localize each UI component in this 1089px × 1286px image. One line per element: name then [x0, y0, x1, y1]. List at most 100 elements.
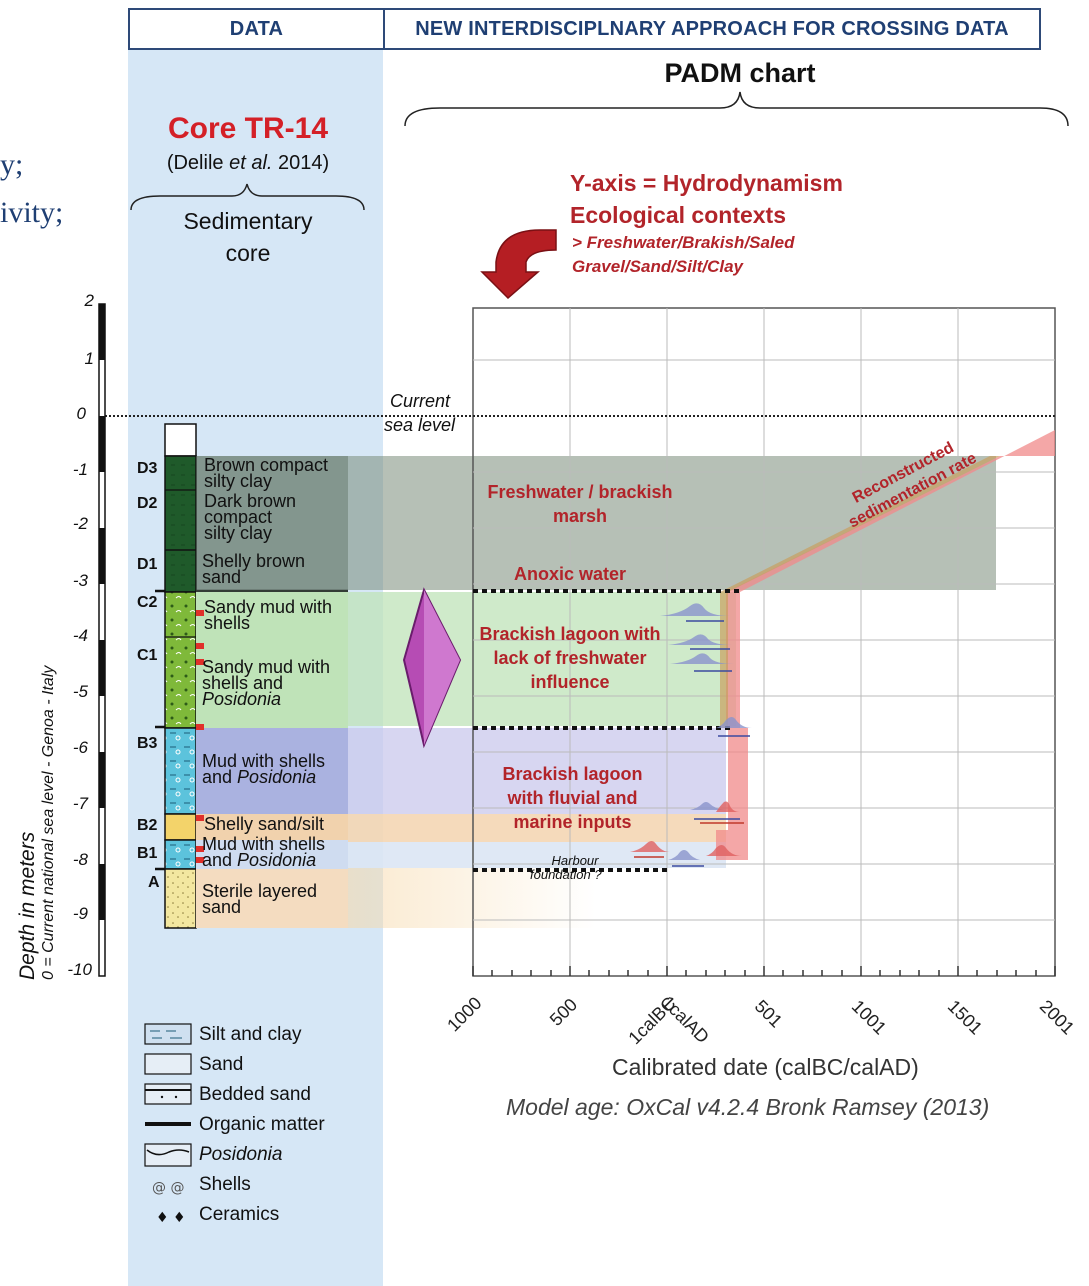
core-desc-yellow: [196, 814, 348, 840]
yaxis-line4: Gravel/Sand/Silt/Clay: [572, 257, 744, 276]
depth-axis-sublabel: 0 = Current national sea level - Genoa -…: [40, 665, 57, 980]
layer-desc-d1: Shelly brown sand: [202, 551, 306, 586]
layer-code-b1: B1: [137, 845, 158, 862]
zone-label-lagoon-freshwater-line3: influence: [530, 672, 610, 692]
layer-desc-c2-line2: shells: [204, 613, 251, 633]
data-header-label: DATA: [229, 17, 284, 40]
core-lower-blue-layer: [164, 839, 197, 870]
layer-desc-b3: Mud with shells and Posidonia: [202, 752, 325, 787]
zone-label-marsh-line2: marsh: [552, 506, 608, 526]
depth-tick-0: 0: [76, 404, 86, 423]
left-fragment-1: y;: [0, 148, 24, 181]
core-subtitle-line2: core: [225, 240, 271, 266]
layer-code-c2: C2: [137, 594, 158, 611]
padm-x-ticks: [472, 966, 1056, 976]
depth-tick-m7: -7: [72, 794, 88, 813]
layer-code-b3: B3: [137, 735, 158, 752]
core-blue-layer: [164, 727, 197, 815]
layer-desc-c2: Sandy mud with shells: [204, 597, 333, 633]
layer-desc-d2: Dark brown compact silty clay: [204, 491, 297, 543]
zone-label-lagoon-fluvial-line1: Brackish lagoon: [502, 764, 643, 784]
layer-desc-b1-line2: and: [202, 850, 238, 870]
zone-label-lagoon-freshwater: Brackish lagoon with lack of freshwater …: [470, 622, 670, 694]
padm-title: PADM chart: [664, 58, 816, 88]
layer-desc-c1: Sandy mud with shells and Posidonia: [202, 657, 331, 708]
harbour-label: Harbour: [545, 854, 605, 867]
zone-label-lagoon-freshwater-line1: Brackish lagoon with: [479, 624, 661, 644]
layer-desc-b1-line1: Mud with shells: [202, 834, 326, 854]
core-desc-sand: [196, 869, 348, 928]
depth-tick-1: 1: [84, 349, 94, 368]
svg-text:@ @: @ @: [152, 1180, 184, 1196]
layer-code-d1: D1: [137, 556, 158, 573]
legend-bedded-sand: Bedded sand: [199, 1084, 311, 1105]
sedimentation-rate-lower: [716, 728, 748, 860]
zone-label-marsh-line1: Freshwater / brackish: [487, 482, 673, 502]
core-title: Core TR-14: [167, 112, 329, 145]
core-citation-italic: et al.: [229, 152, 273, 174]
current-sea-level-label-1: Current: [390, 391, 451, 411]
layer-desc-c2-line1: Sandy mud with: [204, 597, 333, 617]
yaxis-line2: Ecological contexts: [570, 202, 787, 228]
layer-desc-b3-line2: and: [202, 767, 238, 787]
layer-desc-d1-line1: Shelly brown: [202, 551, 306, 571]
depth-tick-2: 2: [84, 291, 94, 310]
layer-code-d3: D3: [137, 460, 158, 477]
layer-desc-a-line1: Sterile layered: [202, 881, 318, 901]
core-desc-green: [196, 592, 348, 728]
depth-axis-label: Depth in meters: [16, 831, 39, 980]
legend-sand: Sand: [199, 1054, 244, 1075]
depth-tick-m10: -10: [67, 960, 92, 979]
yaxis-line1: Y-axis = Hydrodynamism: [570, 170, 843, 196]
core-subtitle-line1: Sedimentary: [183, 208, 313, 234]
layer-code-c1: C1: [137, 647, 158, 664]
zone-label-lagoon-fluvial: Brackish lagoon with fluvial and marine …: [480, 762, 665, 834]
core-desc-lower: [196, 840, 348, 869]
approach-header-label: NEW INTERDISCIPLNARY APPROACH FOR CROSSI…: [415, 17, 1009, 40]
current-sea-level-label-2: sea level: [384, 415, 456, 435]
layer-desc-c1-line2: shells and: [202, 673, 284, 693]
layer-desc-a: Sterile layered sand: [202, 881, 318, 917]
hydrodynamism-diamond-highlight: [424, 590, 460, 745]
zone-label-lagoon-freshwater-line2: lack of freshwater: [493, 648, 647, 668]
zone-boundaries: [473, 589, 740, 872]
core-sand-layer: [164, 868, 197, 929]
approach-header: NEW INTERDISCIPLNARY APPROACH FOR CROSSI…: [383, 8, 1041, 50]
layer-desc-d2-line3: silty clay: [204, 523, 273, 543]
zone-label-anoxic: Anoxic water: [513, 564, 627, 584]
core-green-layers: [164, 591, 197, 729]
layer-desc-a-line2: sand: [202, 897, 242, 917]
core-top-void: [164, 423, 197, 457]
down-arrow-icon: [480, 229, 557, 300]
layer-desc-d3-line2: silty clay: [204, 471, 273, 491]
depth-axis-black-segments: [99, 304, 105, 920]
depth-tick-m9: -9: [72, 904, 88, 923]
padm-xlabel: Calibrated date (calBC/calAD): [612, 1054, 919, 1080]
padm-grid: [473, 308, 1055, 976]
layer-desc-c1-line1: Sandy mud with: [202, 657, 331, 677]
legend-organic-matter: Organic matter: [199, 1114, 325, 1135]
core-citation: (Delile et al. 2014): [128, 152, 368, 175]
legend-silt-clay: Silt and clay: [199, 1024, 302, 1045]
model-age-label: Model age: OxCal v4.2.4 Bronk Ramsey (20…: [506, 1094, 990, 1120]
zone-label-lagoon-fluvial-line3: marine inputs: [513, 812, 632, 832]
core-desc-dark: [196, 456, 348, 592]
depth-tick-m2: -2: [72, 514, 88, 533]
core-yellow-layer: [164, 813, 197, 841]
layer-desc-b2: Shelly sand/silt: [204, 814, 325, 834]
data-header: DATA: [128, 8, 385, 50]
svg-text:♦ ♦: ♦ ♦: [156, 1210, 186, 1226]
depth-tick-m1: -1: [72, 460, 88, 479]
padm-brace: [404, 91, 1069, 127]
legend-shells: Shells: [199, 1174, 251, 1195]
layer-desc-d2-line1: Dark brown: [204, 491, 297, 511]
core-desc-blue: [196, 728, 348, 814]
layer-desc-b1-italic: Posidonia: [237, 850, 317, 870]
legend-swatches: @ @ ♦ ♦: [144, 1023, 192, 1226]
layer-code-a: A: [148, 874, 160, 891]
depth-tick-m6: -6: [72, 738, 88, 757]
layer-desc-d3: Brown compact silty clay: [204, 456, 328, 491]
depth-tick-m5: -5: [72, 682, 88, 701]
legend-ceramics: Ceramics: [199, 1204, 280, 1225]
layer-desc-d2-line2: compact: [204, 507, 273, 527]
